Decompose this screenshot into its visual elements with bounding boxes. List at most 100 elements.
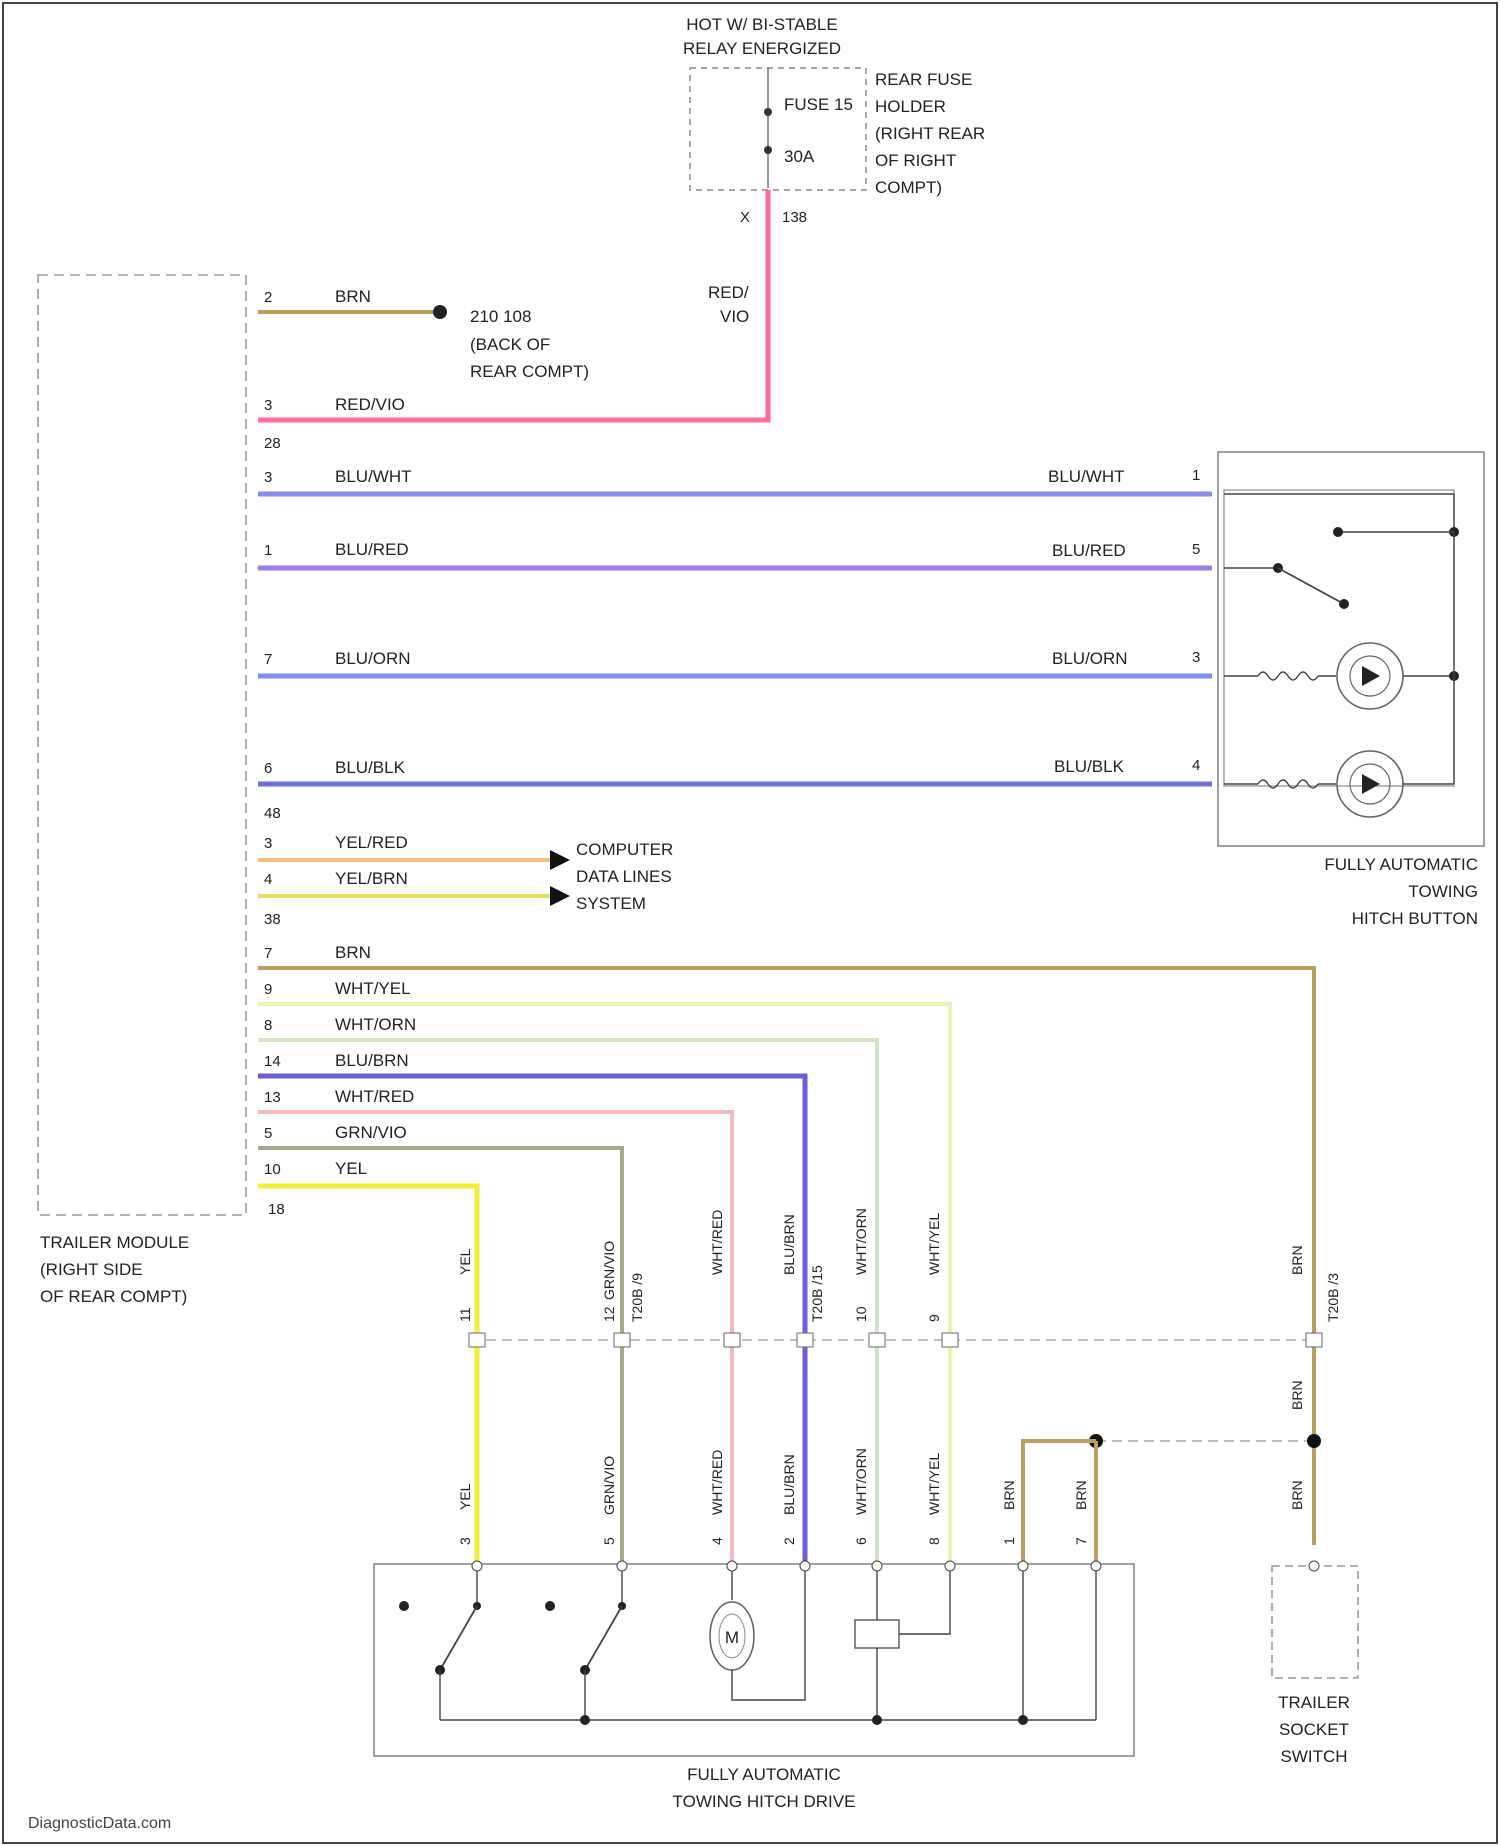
ground-desc-2: REAR COMPT) — [470, 362, 589, 381]
module-pin-13: 13 — [264, 1089, 281, 1106]
bus-node-1 — [580, 1715, 590, 1725]
trailer-module-caption-1: TRAILER MODULE — [40, 1233, 189, 1252]
wire-wht-red — [258, 1112, 732, 1564]
module-pin-4: 4 — [264, 871, 272, 888]
upper-vertical-labels: YEL 11 GRN/VIO 12 T20B /9 WHT/RED BLU/BR… — [457, 1208, 1341, 1322]
connector-pin-whtyel — [942, 1333, 958, 1347]
module-wire-bluwht-label: BLU/WHT — [335, 467, 412, 486]
module-wire-yelred-label: YEL/RED — [335, 833, 408, 852]
upper-conn-id-b: T20B /15 — [809, 1265, 825, 1322]
upper-conn-12: 12 — [601, 1306, 617, 1322]
computer-label-2: DATA LINES — [576, 867, 672, 886]
upper-label-whtorn: WHT/ORN — [853, 1208, 869, 1275]
module-wire-whtred-label: WHT/RED — [335, 1087, 414, 1106]
trailer-module-box — [38, 275, 246, 1215]
drive-terminal-7 — [1091, 1561, 1101, 1571]
hitch-drive-caption-2: TOWING HITCH DRIVE — [673, 1792, 856, 1811]
lower-label-yel: YEL — [457, 1483, 473, 1510]
wire-yel — [258, 1186, 477, 1564]
upper-label-whtyel: WHT/YEL — [926, 1213, 942, 1275]
button-pin-4: 4 — [1192, 757, 1200, 774]
hot-label-2: RELAY ENERGIZED — [683, 39, 841, 58]
socket-caption-2: SOCKET — [1279, 1720, 1349, 1739]
button-pin-1: 1 — [1192, 467, 1200, 484]
module-pin-8: 8 — [264, 1017, 272, 1034]
fuse-terminal-bottom — [764, 146, 772, 154]
drive-brn-pin-1: 1 — [1001, 1537, 1017, 1545]
feed-wire-label-1: RED/ — [708, 283, 749, 302]
feed-wire-label-2: VIO — [720, 307, 749, 326]
relay-coil-icon — [855, 1620, 899, 1648]
module-wire-whtyel-label: WHT/YEL — [335, 979, 411, 998]
drive-terminal-2 — [800, 1561, 810, 1571]
fuse-pin-x: X — [740, 209, 750, 226]
fuse-name: FUSE 15 — [784, 95, 853, 114]
button-wire-label-4: BLU/BLK — [1054, 757, 1125, 776]
module-wire-brn-label: BRN — [335, 287, 371, 306]
drive-brn-pin-7: 7 — [1073, 1537, 1089, 1545]
lower-label-whtyel: WHT/YEL — [926, 1453, 942, 1515]
module-pin-6: 6 — [264, 760, 272, 777]
trailer-module-caption-3: OF REAR COMPT) — [40, 1287, 187, 1306]
module-pin-2: 2 — [264, 289, 272, 306]
connector-18: 18 — [268, 1201, 285, 1218]
lower-pin-8: 8 — [926, 1537, 942, 1545]
trailer-socket-switch-box — [1272, 1566, 1358, 1678]
bus-node-3 — [1018, 1715, 1028, 1725]
towing-hitch-drive: M — [374, 1561, 1134, 1756]
relay-out — [899, 1571, 950, 1634]
connector-pin-whtorn — [869, 1333, 885, 1347]
module-pin-5: 5 — [264, 1125, 272, 1142]
upper-label-brn: BRN — [1289, 1245, 1305, 1275]
lower-label-brn: BRN — [1289, 1480, 1305, 1510]
button-wire-label-3: BLU/ORN — [1052, 649, 1128, 668]
drive-terminal-4 — [727, 1561, 737, 1571]
button-wire-label-1: BLU/WHT — [1048, 467, 1125, 486]
module-pin-3-redvio: 3 — [264, 397, 272, 414]
connector-48: 48 — [264, 805, 281, 822]
button-circuit-top — [1224, 494, 1454, 532]
drive-switch2-contact — [545, 1601, 555, 1611]
upper-conn-10: 10 — [853, 1306, 869, 1322]
fuse-pin-num: 138 — [782, 209, 807, 226]
module-wire-blublk-label: BLU/BLK — [335, 758, 406, 777]
computer-label-1: COMPUTER — [576, 840, 673, 859]
fuse-terminal-top — [764, 108, 772, 116]
lower-pin-3: 3 — [457, 1537, 473, 1545]
fuse-holder-text-4: OF RIGHT — [875, 151, 956, 170]
button-pin-5: 5 — [1192, 541, 1200, 558]
diagram-frame — [3, 3, 1497, 1843]
upper-label-blubrn: BLU/BRN — [781, 1214, 797, 1275]
module-pin-3-yelred: 3 — [264, 835, 272, 852]
socket-caption-1: TRAILER — [1278, 1693, 1350, 1712]
button-node-2 — [1333, 527, 1343, 537]
button-switch-blade — [1278, 568, 1344, 604]
drive-brn-label-1: BRN — [1001, 1480, 1017, 1510]
module-wire-bluorn-label: BLU/ORN — [335, 649, 411, 668]
trailer-module-caption-2: (RIGHT SIDE — [40, 1260, 143, 1279]
connector-28: 28 — [264, 435, 281, 452]
wire-grn-vio — [258, 1148, 622, 1564]
led-2-icon — [1362, 774, 1380, 794]
connector-pin-whtred — [724, 1333, 740, 1347]
fuse-holder-text-5: COMPT) — [875, 178, 942, 197]
fuse-holder-text-1: REAR FUSE — [875, 70, 972, 89]
module-wire-blubrn-label: BLU/BRN — [335, 1051, 409, 1070]
lower-pin-2: 2 — [781, 1537, 797, 1545]
lower-vertical-labels: YEL 3 GRN/VIO 5 WHT/RED 4 BLU/BRN 2 WHT/… — [457, 1380, 1305, 1545]
ground-desc-1: (BACK OF — [470, 335, 550, 354]
module-pin-7-brn: 7 — [264, 945, 272, 962]
resistor-1 — [1258, 672, 1318, 680]
connector-pin-grnvio — [614, 1333, 630, 1347]
drive-terminal-1 — [1018, 1561, 1028, 1571]
led-1-icon — [1362, 666, 1380, 686]
hitch-button-caption-1: FULLY AUTOMATIC — [1324, 855, 1478, 874]
module-pin-1: 1 — [264, 542, 272, 559]
button-wire-label-2: BLU/RED — [1052, 541, 1126, 560]
connector-pin-brn — [1306, 1333, 1322, 1347]
lower-pin-5: 5 — [601, 1537, 617, 1545]
hitch-drive-caption-1: FULLY AUTOMATIC — [687, 1765, 841, 1784]
module-wire-yel-label: YEL — [335, 1159, 367, 1178]
ground-point — [433, 305, 447, 319]
drive-terminal-8 — [945, 1561, 955, 1571]
